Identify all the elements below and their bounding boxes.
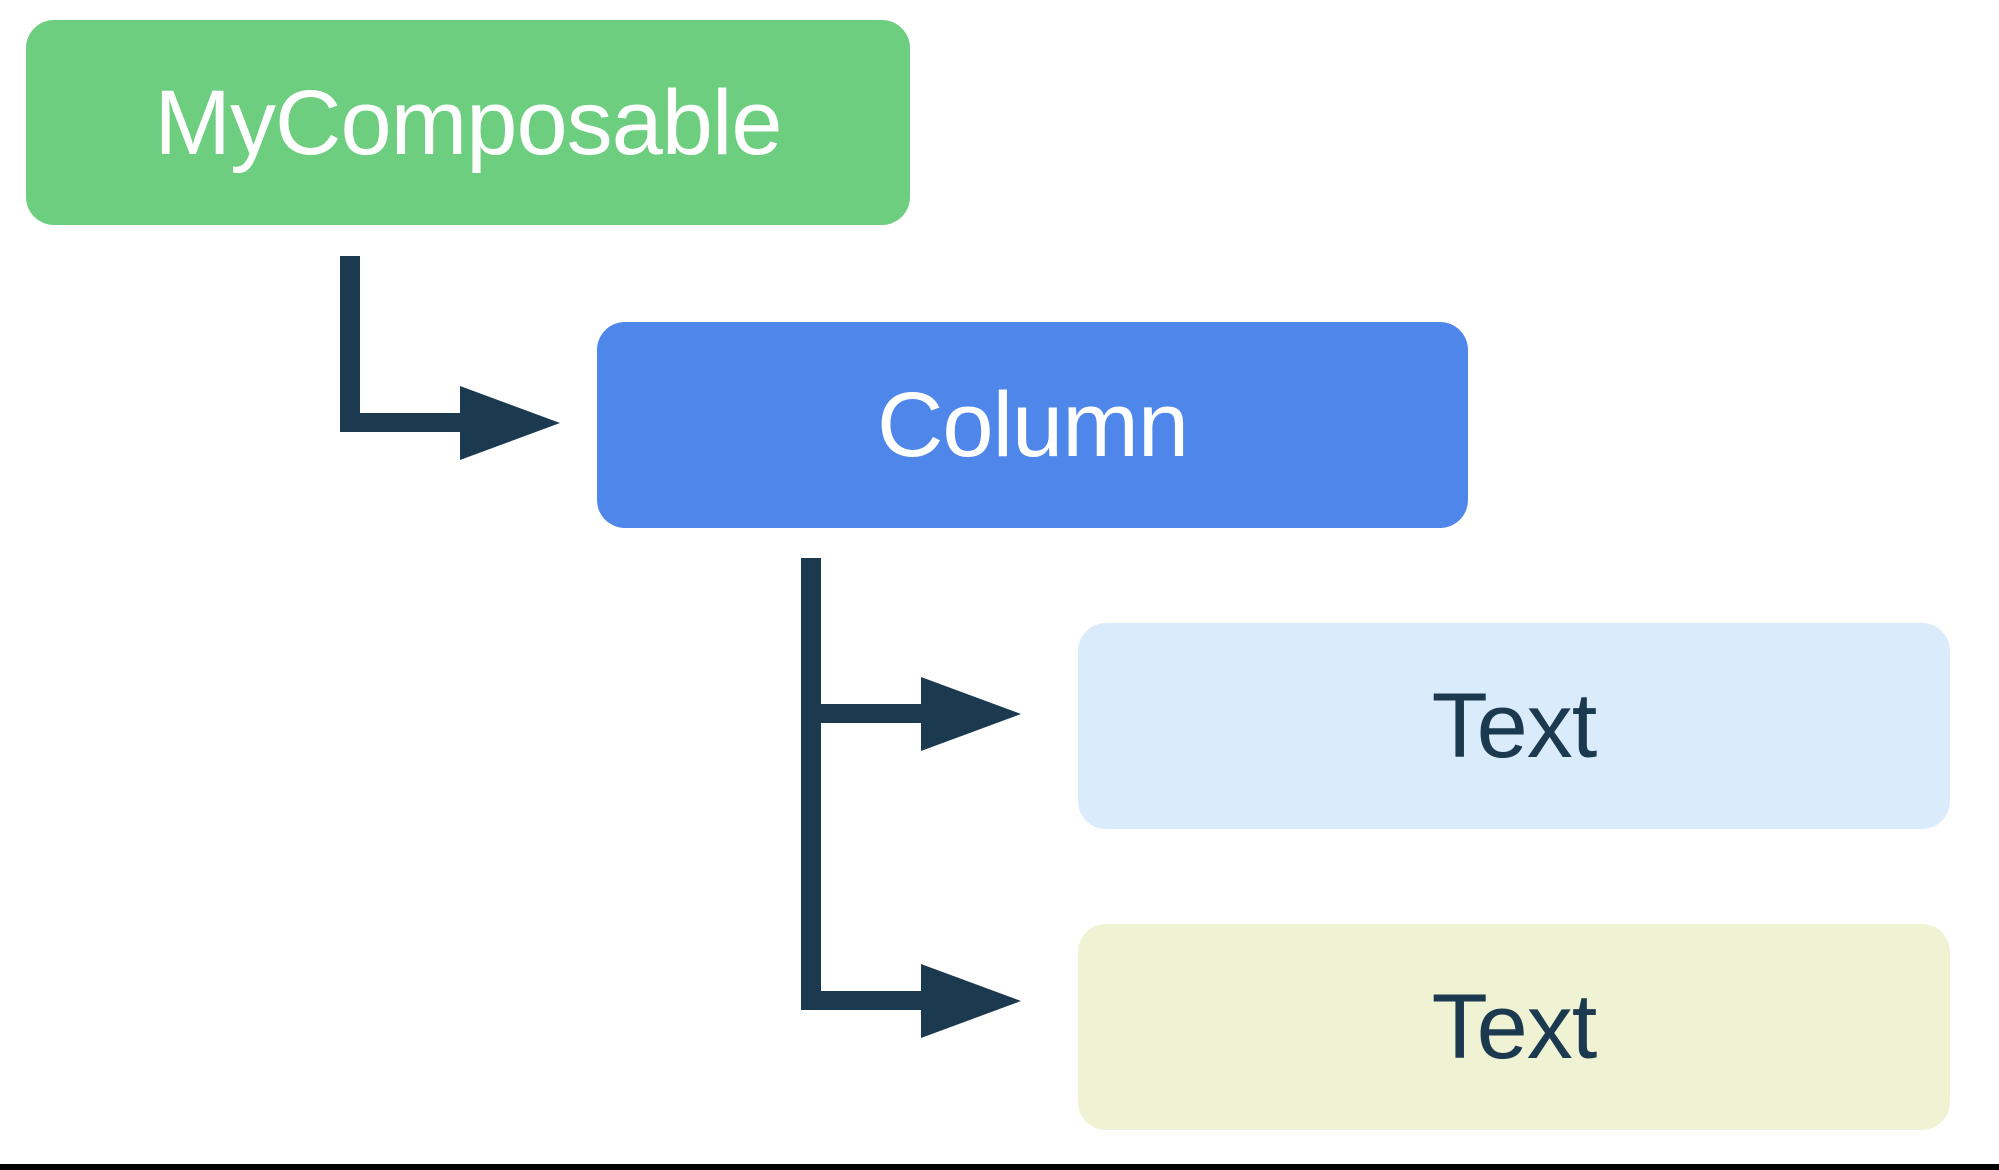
connector-root-column-horizontal-line bbox=[340, 413, 462, 432]
connector-root-column-vertical-line bbox=[340, 256, 360, 432]
connector-column-text1-horizontal-line bbox=[801, 704, 923, 723]
node-column: Column bbox=[597, 322, 1468, 528]
arrow-right-icon bbox=[921, 964, 1021, 1038]
connector-column-text2-horizontal-line bbox=[801, 991, 923, 1010]
node-text-2: Text bbox=[1078, 924, 1950, 1130]
arrow-right-icon bbox=[460, 386, 560, 460]
node-text-2-label: Text bbox=[1431, 976, 1598, 1078]
node-mycomposable-label: MyComposable bbox=[154, 71, 782, 174]
connector-column-children-vertical-line bbox=[801, 558, 821, 1010]
node-column-label: Column bbox=[876, 374, 1189, 476]
arrow-right-icon bbox=[921, 677, 1021, 751]
node-text-1: Text bbox=[1078, 623, 1950, 829]
node-mycomposable: MyComposable bbox=[26, 20, 910, 225]
node-text-1-label: Text bbox=[1431, 675, 1598, 777]
bottom-border-rule bbox=[0, 1164, 1999, 1170]
